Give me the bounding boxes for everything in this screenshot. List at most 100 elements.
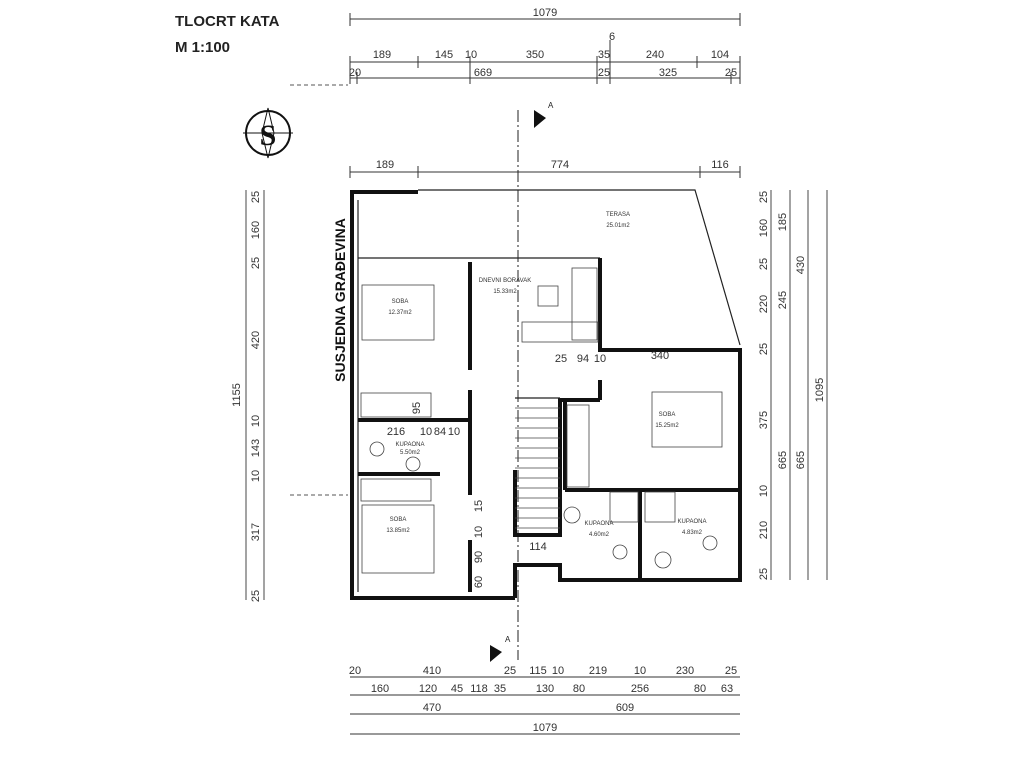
furniture xyxy=(360,267,723,574)
dimension-label: 114 xyxy=(529,541,547,553)
dim: 350 xyxy=(526,49,544,61)
dimension-label: 210 xyxy=(758,521,770,539)
room-name: KUPAONA xyxy=(678,519,707,525)
dimension-label: 25 xyxy=(758,568,770,580)
plan-title: TLOCRT KATA xyxy=(175,13,280,30)
stairs xyxy=(515,407,560,529)
drawing-line xyxy=(350,190,515,600)
room-area: 15.25m2 xyxy=(655,423,679,429)
toilet-icon xyxy=(612,544,628,560)
dimension-label: 25 xyxy=(250,590,262,602)
bottom-dimensions: 20 410 25 115 10 219 10 230 25 160 120 4… xyxy=(349,665,740,735)
room-name: SOBA xyxy=(659,412,676,418)
interior-dimensions: 25 94 10 340 216 10 84 10 95 15 90 10 60… xyxy=(387,350,669,588)
dimension-label: 245 xyxy=(777,291,789,309)
dimension-label: 63 xyxy=(721,683,733,695)
room-name: KUPAONA xyxy=(585,521,614,527)
dim: 35 xyxy=(598,49,610,61)
dim: 669 xyxy=(474,67,492,79)
dimension-label: 80 xyxy=(694,683,706,695)
dim: 116 xyxy=(711,159,729,171)
room-area: 25.01m2 xyxy=(606,223,630,229)
dimension-label: 10 xyxy=(473,526,485,538)
drawing-line xyxy=(349,13,741,178)
room-area: 13.85m2 xyxy=(386,528,410,534)
room-name: DNEVNI BORAVAK xyxy=(479,278,531,284)
dimension-label: 25 xyxy=(250,257,262,269)
room-area: 12.37m2 xyxy=(388,310,412,316)
dimension-label: 25 xyxy=(758,191,770,203)
dimension-label: 10 xyxy=(758,485,770,497)
drawing-line xyxy=(513,258,742,598)
dimension-label: 230 xyxy=(676,665,694,677)
dimension-label: 10 xyxy=(250,415,262,427)
dim: 189 xyxy=(373,49,391,61)
dimension-label: 60 xyxy=(473,576,485,588)
drawing-line xyxy=(534,110,546,128)
dimension-label: 160 xyxy=(758,219,770,237)
dim: 6 xyxy=(609,31,615,43)
dim: 240 xyxy=(646,49,664,61)
right-dimensions: 25 160 25 220 25 375 10 210 25 185 245 6… xyxy=(758,190,828,580)
dimension-label: 220 xyxy=(758,295,770,313)
dimension-label: 25 xyxy=(250,191,262,203)
building-walls xyxy=(350,189,742,600)
room-area: 4.60m2 xyxy=(589,532,610,538)
dimension-label: 84 xyxy=(434,426,446,438)
shower-icon xyxy=(644,491,676,523)
room-area: 5.50m2 xyxy=(400,450,421,456)
sofa-icon xyxy=(521,321,599,343)
dimension-label: 80 xyxy=(573,683,585,695)
drawing-line xyxy=(261,107,275,159)
drawing-line xyxy=(490,645,502,662)
top-dimensions: 1079 189 145 10 350 35 6 240 104 20 669 … xyxy=(349,7,741,178)
dimension-label: 256 xyxy=(631,683,649,695)
dimension-label: 118 xyxy=(470,683,488,695)
neighbour-building-label: SUSJEDNA GRAĐEVINA xyxy=(332,218,348,382)
dimension-label: 10 xyxy=(594,353,606,365)
room-name: SOBA xyxy=(390,517,407,523)
room-area: 15.33m2 xyxy=(493,289,517,295)
dim: 145 xyxy=(435,49,453,61)
dimension-label: 115 xyxy=(529,665,547,677)
section-marker-top: A xyxy=(548,101,554,110)
dimension-label: 120 xyxy=(419,683,437,695)
dimension-label: 94 xyxy=(577,353,589,365)
sink-icon xyxy=(405,456,421,472)
sink-icon xyxy=(654,551,672,569)
dimension-label: 35 xyxy=(494,683,506,695)
dimension-label: 10 xyxy=(552,665,564,677)
dim: 10 xyxy=(465,49,477,61)
dimension-label: 130 xyxy=(536,683,554,695)
dimension-label: 430 xyxy=(795,256,807,274)
dimension-label: 143 xyxy=(250,439,262,457)
room-name: KUPAONA xyxy=(396,442,425,448)
dimension-label: 25 xyxy=(758,258,770,270)
dim: 25 xyxy=(598,67,610,79)
dim: 774 xyxy=(551,159,569,171)
drawing-line xyxy=(418,189,741,346)
dimension-label: 219 xyxy=(589,665,607,677)
dimension-label: 10 xyxy=(420,426,432,438)
dimension-label: 10 xyxy=(448,426,460,438)
dimension-label: 25 xyxy=(504,665,516,677)
dimension-label: 1079 xyxy=(533,722,557,734)
dimension-label: 10 xyxy=(634,665,646,677)
section-marker-bottom: A xyxy=(505,635,511,644)
wardrobe-icon xyxy=(360,478,432,502)
dimension-label: 1155 xyxy=(231,383,243,407)
compass-icon: S xyxy=(243,107,293,159)
dim: 20 xyxy=(349,67,361,79)
compass-letter: S xyxy=(260,119,277,152)
bed-icon xyxy=(361,504,435,574)
dim: 25 xyxy=(725,67,737,79)
room-name: SOBA xyxy=(392,299,409,305)
dim-overall-top: 1079 xyxy=(533,7,557,19)
table-icon xyxy=(537,285,559,307)
dimension-label: 1095 xyxy=(814,378,826,402)
toilet-icon xyxy=(369,441,385,457)
left-dimensions: 1155 25 160 25 420 10 143 10 317 25 xyxy=(231,190,265,602)
dimension-label: 25 xyxy=(555,353,567,365)
dimension-label: 665 xyxy=(777,451,789,469)
